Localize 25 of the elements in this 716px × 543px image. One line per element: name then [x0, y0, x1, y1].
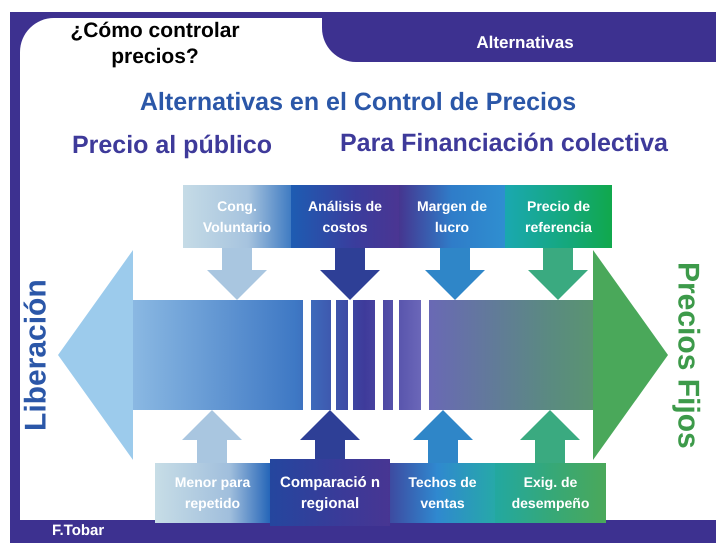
- alternative-box: Comparació n regional: [270, 459, 390, 526]
- alternative-box: Análisis de costos: [291, 185, 399, 248]
- column-heading: Precio al público: [72, 131, 272, 160]
- big-arrow: [593, 250, 668, 460]
- alternative-box: Exig. de desempeño: [495, 463, 606, 523]
- arrow: [528, 248, 588, 300]
- arrow: [413, 410, 473, 463]
- arrow: [520, 410, 580, 463]
- slide-question: ¿Cómo controlar precios?: [69, 18, 241, 70]
- alternative-box: Menor para repetido: [155, 463, 270, 523]
- end-label: Liberación: [16, 255, 56, 455]
- arrow: [207, 248, 267, 300]
- end-label: Precios Fijos: [668, 255, 708, 455]
- arrow: [425, 248, 485, 300]
- alternative-box: Techos de ventas: [390, 463, 495, 523]
- alternative-box: Margen de lucro: [399, 185, 505, 248]
- slide-title: Alternativas en el Control de Precios: [138, 88, 578, 117]
- arrow: [320, 248, 380, 300]
- section-label: Alternativas: [475, 33, 575, 53]
- author-label: F.Tobar: [52, 522, 104, 539]
- alternative-box: Cong. Voluntario: [183, 185, 291, 248]
- arrow: [182, 410, 242, 463]
- column-heading: Para Financiación colectiva: [340, 129, 668, 158]
- alternative-box: Precio de referencia: [505, 185, 612, 248]
- arrow: [300, 410, 360, 459]
